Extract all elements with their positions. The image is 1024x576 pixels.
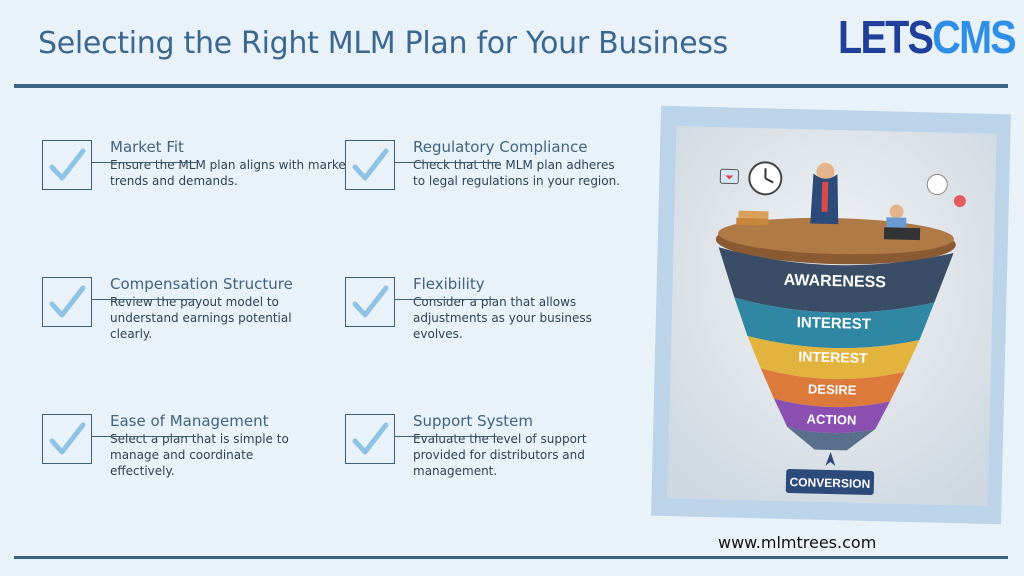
item-description: Ensure the MLM plan aligns with market t… bbox=[110, 158, 351, 188]
sales-funnel-illustration: AWARENESS INTEREST INTEREST DESIRE ACTIO… bbox=[667, 126, 997, 506]
item-title: Flexibility bbox=[413, 275, 485, 293]
item-title: Support System bbox=[413, 412, 533, 430]
item-description: Check that the MLM plan adheres to legal… bbox=[413, 158, 621, 188]
item-description: Consider a plan that allows adjustments … bbox=[413, 295, 592, 341]
item-market-fit: Market Fit Ensure the MLM plan aligns wi… bbox=[42, 138, 360, 190]
funnel-stage-label: INTEREST bbox=[797, 314, 872, 333]
funnel-stage-label: ACTION bbox=[806, 411, 856, 427]
checkbox-icon bbox=[345, 277, 395, 327]
strike-line bbox=[92, 299, 196, 300]
checkbox-icon bbox=[345, 140, 395, 190]
item-title: Regulatory Compliance bbox=[413, 138, 588, 156]
funnel-stage-label: DESIRE bbox=[808, 381, 857, 397]
bottom-divider bbox=[14, 556, 1008, 559]
checkbox-icon bbox=[42, 277, 92, 327]
strike-line bbox=[395, 162, 499, 163]
conversion-box bbox=[785, 469, 875, 495]
drop-icon bbox=[825, 452, 836, 467]
item-regulatory-compliance: Regulatory Compliance Check that the MLM… bbox=[345, 138, 623, 190]
checkbox-icon bbox=[42, 414, 92, 464]
conversion-label: CONVERSION bbox=[789, 475, 870, 491]
strike-line bbox=[92, 436, 196, 437]
item-ease-of-management: Ease of Management Select a plan that is… bbox=[42, 412, 315, 479]
slide-title: Selecting the Right MLM Plan for Your Bu… bbox=[38, 26, 729, 61]
funnel-stage-label: AWARENESS bbox=[784, 272, 887, 292]
strike-line bbox=[395, 436, 497, 437]
top-divider bbox=[14, 84, 1008, 88]
item-description: Review the payout model to understand ea… bbox=[110, 295, 292, 341]
item-support-system: Support System Evaluate the level of sup… bbox=[345, 412, 613, 479]
checkbox-icon bbox=[42, 140, 92, 190]
strike-line bbox=[92, 162, 198, 163]
item-title: Market Fit bbox=[110, 138, 184, 156]
item-title: Compensation Structure bbox=[110, 275, 293, 293]
item-compensation-structure: Compensation Structure Review the payout… bbox=[42, 275, 320, 342]
item-flexibility: Flexibility Consider a plan that allows … bbox=[345, 275, 618, 342]
person-icon bbox=[816, 162, 835, 181]
funnel-stage-label: INTEREST bbox=[798, 348, 868, 366]
checkbox-icon bbox=[345, 414, 395, 464]
item-description: Select a plan that is simple to manage a… bbox=[110, 432, 289, 478]
website-url[interactable]: www.mlmtrees.com bbox=[718, 533, 877, 552]
item-title: Ease of Management bbox=[110, 412, 269, 430]
letscms-logo: LETSCMS bbox=[838, 11, 1017, 63]
item-description: Evaluate the level of support provided f… bbox=[413, 432, 587, 478]
strike-line bbox=[395, 299, 497, 300]
